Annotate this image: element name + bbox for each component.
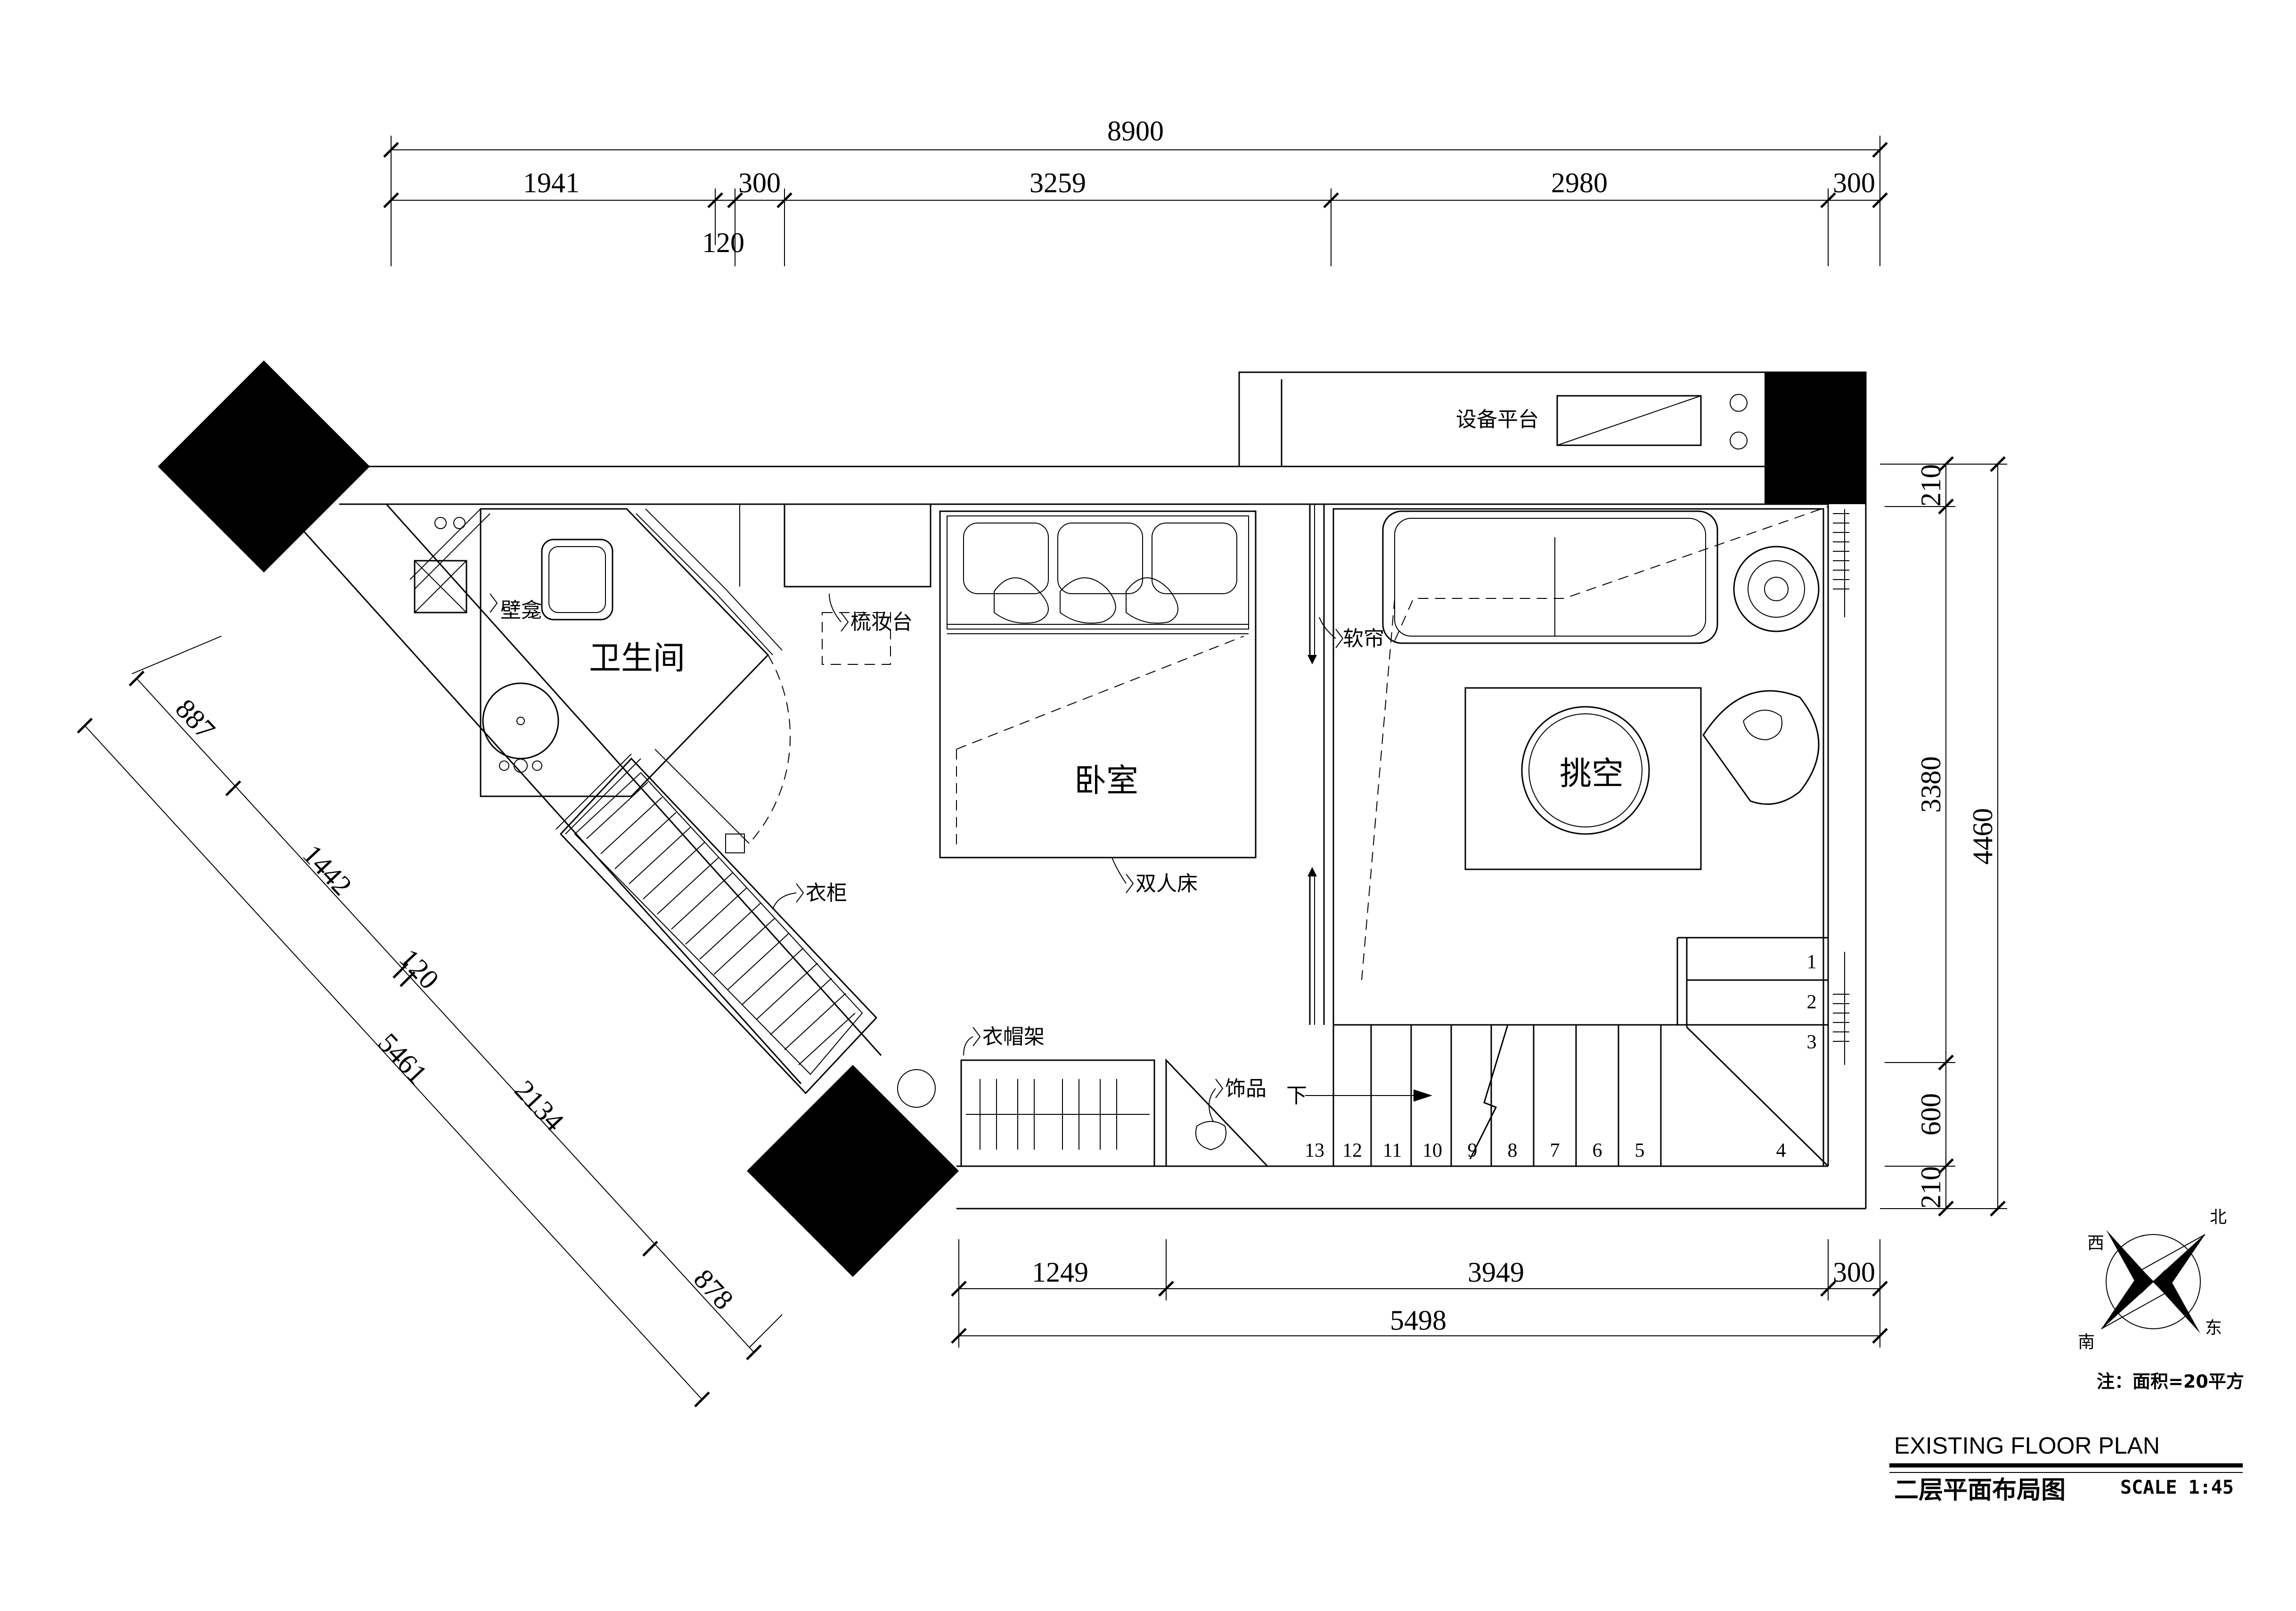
stair-step-2: 2 xyxy=(1807,991,1817,1013)
stair-step-9: 9 xyxy=(1468,1140,1478,1161)
stair-step-8: 8 xyxy=(1508,1140,1518,1161)
column-top-left xyxy=(158,360,370,572)
stair-step-7: 7 xyxy=(1550,1140,1560,1161)
stair-step-11: 11 xyxy=(1383,1140,1402,1161)
dim-bottom-1249: 1249 xyxy=(1032,1257,1088,1288)
soft-curtain: 软帘 xyxy=(1307,504,1384,1025)
column-top-right xyxy=(1765,372,1866,504)
dim-top-3259: 3259 xyxy=(1030,167,1086,198)
label-curtain: 软帘 xyxy=(1343,627,1384,651)
area-note: 注：面积=20平方 xyxy=(2097,1371,2244,1392)
dim-right-600: 600 xyxy=(1915,1093,1946,1136)
bathroom: 卫生间 壁龛 xyxy=(409,508,783,834)
label-bedroom: 卧室 xyxy=(1074,762,1138,800)
coat-rack: 衣帽架 xyxy=(897,1025,1155,1167)
dim-diag-1442: 1442 xyxy=(297,839,358,901)
stair-step-1: 1 xyxy=(1807,951,1817,973)
dim-bottom-300: 300 xyxy=(1833,1257,1875,1288)
compass-west: 西 xyxy=(2087,1234,2104,1253)
ornament: 饰品 xyxy=(1165,1058,1269,1167)
dim-top-300b: 300 xyxy=(1833,167,1875,198)
void-area: 挑空 xyxy=(1332,506,1849,1065)
label-double-bed: 双人床 xyxy=(1136,872,1198,896)
dim-diag-5461: 5461 xyxy=(372,1027,433,1090)
title-chinese: 二层平面布局图 xyxy=(1894,1476,2066,1505)
stair-step-6: 6 xyxy=(1593,1140,1602,1161)
stair-step-10: 10 xyxy=(1422,1140,1442,1161)
stair-step-5: 5 xyxy=(1635,1140,1645,1161)
stair-step-4: 4 xyxy=(1776,1140,1786,1161)
wardrobe: 衣柜 xyxy=(559,654,878,1095)
label-void: 挑空 xyxy=(1560,755,1624,793)
label-equipment: 设备平台 xyxy=(1456,408,1539,432)
label-bathroom: 卫生间 xyxy=(589,640,685,677)
label-down: 下 xyxy=(1286,1084,1307,1108)
compass-south: 南 xyxy=(2078,1333,2095,1352)
dim-top-2980: 2980 xyxy=(1551,167,1608,198)
structural-columns xyxy=(158,360,1866,1277)
compass-rose: 北 南 东 西 xyxy=(2078,1208,2227,1352)
drawing-scale: SCALE 1:45 xyxy=(2120,1477,2234,1498)
dim-diag-878: 878 xyxy=(688,1263,740,1316)
dim-diag-2134: 2134 xyxy=(509,1074,570,1137)
stair-risers xyxy=(1370,1025,1662,1166)
stair-step-13: 13 xyxy=(1305,1140,1324,1161)
diagonal-dimensions: 887 1442 120 2134 878 5461 xyxy=(77,636,783,1407)
dim-bottom-5498: 5498 xyxy=(1390,1305,1446,1336)
top-dimensions: 8900 1941 300 120 3259 2980 300 xyxy=(383,115,1888,266)
dim-diag-120: 120 xyxy=(393,943,445,995)
label-niche: 壁龛 xyxy=(500,598,542,622)
dim-right-4460: 4460 xyxy=(1967,808,1998,865)
dim-right-210a: 210 xyxy=(1915,464,1946,507)
wardrobe-hangers xyxy=(586,782,856,1065)
label-coat-rack: 衣帽架 xyxy=(982,1025,1045,1049)
dresser: 梳妆台 xyxy=(739,503,931,665)
stair-step-3: 3 xyxy=(1807,1031,1817,1053)
staircase: 下 13 12 11 10 9 8 7 6 5 4 1 2 3 xyxy=(1286,937,1829,1167)
dim-bottom-3949: 3949 xyxy=(1468,1257,1524,1288)
column-bottom-left xyxy=(747,1065,959,1277)
coat-rack-hangers xyxy=(966,1079,1150,1150)
double-bed: 卧室 双人床 xyxy=(939,510,1257,896)
label-dresser: 梳妆台 xyxy=(850,610,913,634)
compass-east: 东 xyxy=(2205,1318,2222,1338)
dim-right-210b: 210 xyxy=(1915,1166,1946,1209)
label-ornament: 饰品 xyxy=(1225,1077,1266,1101)
right-dimensions: 210 3380 600 210 4460 xyxy=(1880,456,2007,1217)
dim-top-300a: 300 xyxy=(738,167,781,198)
dim-top-120: 120 xyxy=(702,227,744,258)
compass-north: 北 xyxy=(2210,1208,2227,1227)
label-wardrobe: 衣柜 xyxy=(806,881,847,905)
dim-overall-width: 8900 xyxy=(1107,115,1164,147)
stair-step-12: 12 xyxy=(1342,1140,1362,1161)
title-english: EXISTING FLOOR PLAN xyxy=(1894,1432,2160,1459)
dim-right-3380: 3380 xyxy=(1915,756,1946,813)
bottom-dimensions: 1249 3949 300 5498 xyxy=(951,1239,1888,1348)
equipment-platform: 设备平台 xyxy=(1456,394,1748,450)
title-block: 注：面积=20平方 EXISTING FLOOR PLAN 二层平面布局图 SC… xyxy=(1889,1371,2244,1505)
dim-top-1941: 1941 xyxy=(523,167,580,198)
dim-diag-887: 887 xyxy=(170,693,221,745)
